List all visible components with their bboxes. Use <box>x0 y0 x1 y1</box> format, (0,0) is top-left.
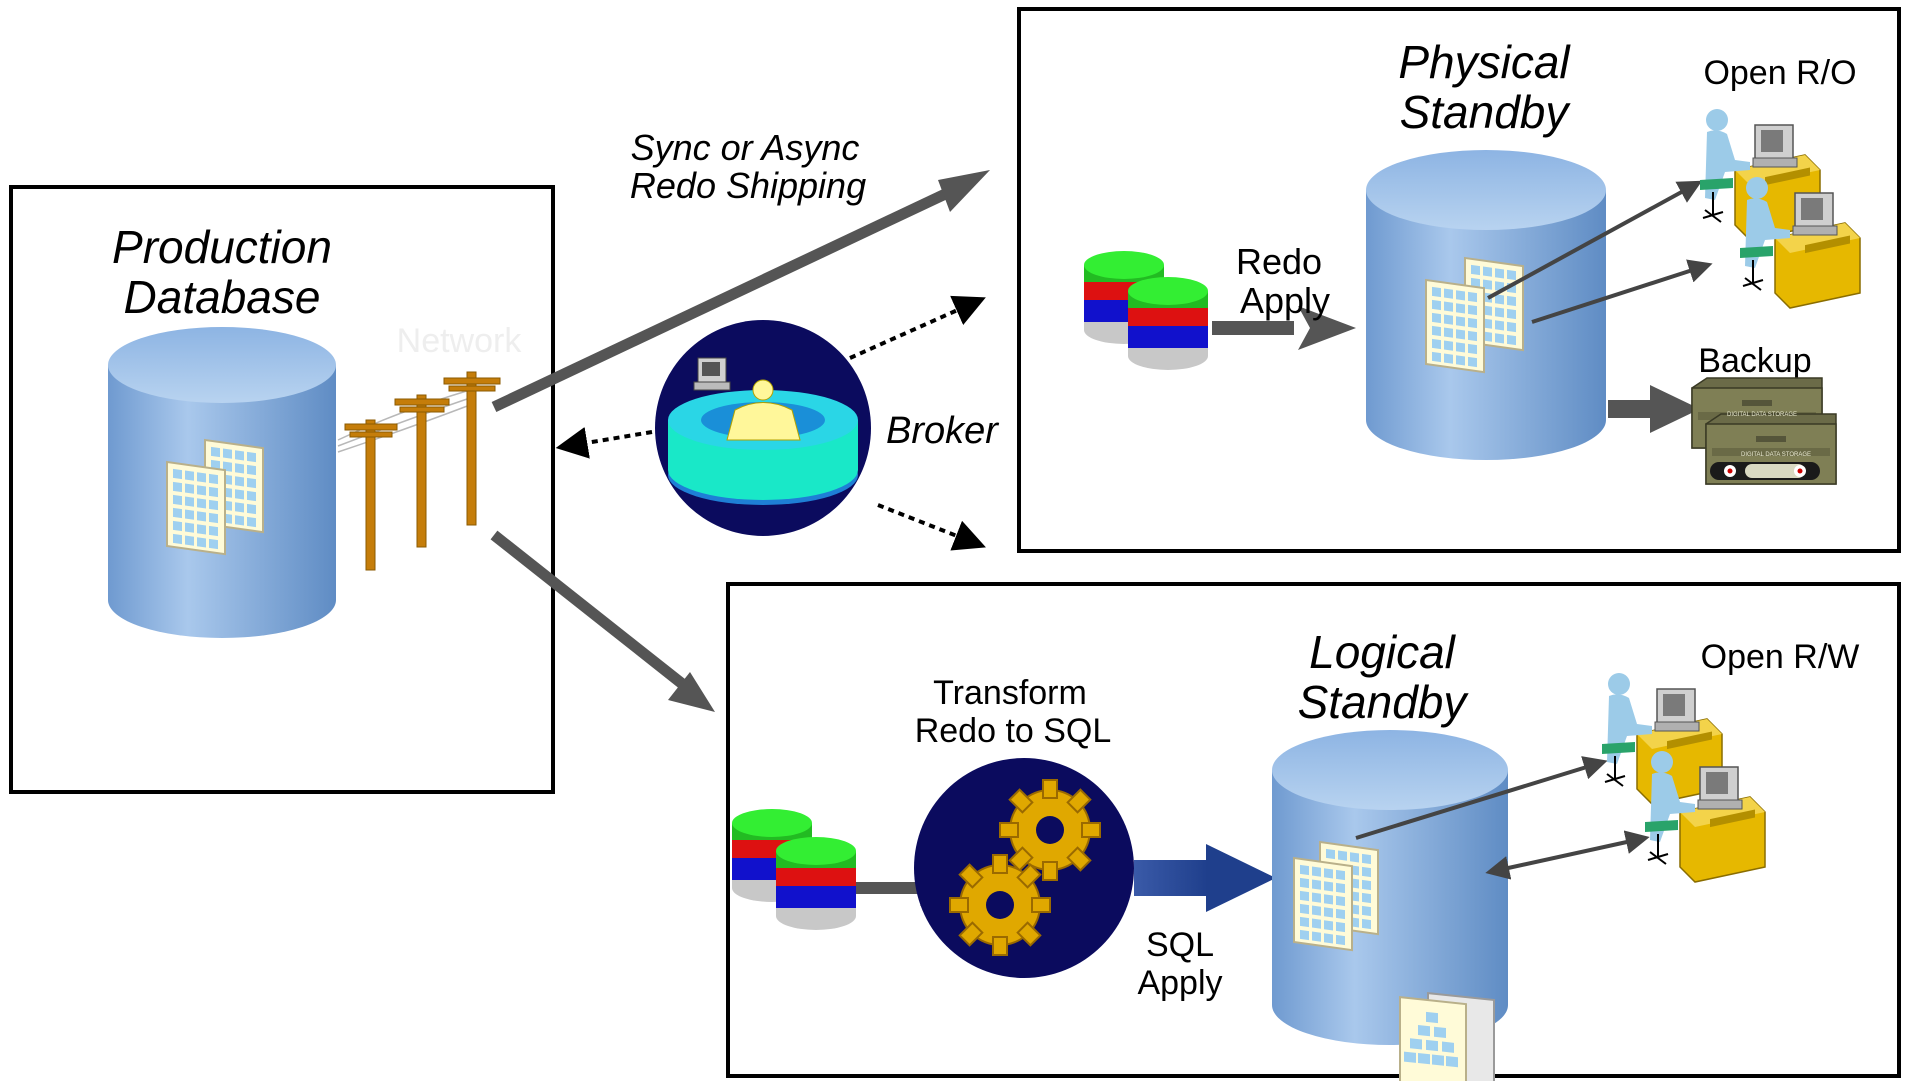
broker-dotted-arrows <box>555 295 986 551</box>
telephone-pole-icon <box>337 371 501 571</box>
gears-icon <box>914 758 1134 978</box>
sql-structure-page-icon <box>1399 991 1495 1081</box>
redo-apply-label-line2: Apply <box>1240 280 1330 321</box>
redo-log-stack-icon <box>732 809 856 930</box>
physical-title-line1: Physical <box>1398 36 1571 88</box>
production-title-line2: Database <box>124 271 321 323</box>
logical-title-line1: Logical <box>1309 626 1457 678</box>
user-workstation-icon <box>1699 108 1861 309</box>
broker-operator-icon <box>655 320 871 536</box>
read-write-access-arrows <box>1355 756 1650 880</box>
redo-shipping-arrow-logical <box>490 530 715 712</box>
transform-label-line2: Redo to SQL <box>915 712 1112 750</box>
tape-label-2: DIGITAL DATA STORAGE <box>1741 452 1811 458</box>
open-rw-label: Open R/W <box>1701 638 1860 676</box>
open-ro-label: Open R/O <box>1703 54 1856 92</box>
network-label: Network <box>397 322 523 360</box>
sql-apply-label-line2: Apply <box>1137 964 1222 1002</box>
transform-label-line1: Transform <box>933 674 1087 712</box>
tape-label-1: DIGITAL DATA STORAGE <box>1727 412 1797 418</box>
broker-label: Broker <box>886 410 999 452</box>
redo-shipping-arrow-physical <box>491 170 990 412</box>
read-only-access-arrows <box>1487 180 1713 324</box>
tape-cartridge-icon: DIGITAL DATA STORAGE DIGITAL DATA STORAG… <box>1691 377 1837 485</box>
shipping-label-line1: Sync or Async <box>631 127 860 168</box>
backup-label: Backup <box>1698 342 1811 380</box>
sql-apply-arrow <box>1134 844 1276 912</box>
logical-title-line2: Standby <box>1298 676 1470 728</box>
physical-title-line2: Standby <box>1400 86 1572 138</box>
redo-apply-arrow <box>1212 306 1356 350</box>
redo-log-stack-icon <box>1084 251 1208 370</box>
physical-standby-panel <box>1017 7 1901 553</box>
backup-arrow <box>1608 385 1700 433</box>
shipping-label-line2: Redo Shipping <box>630 165 866 206</box>
redo-apply-label-line1: Redo <box>1236 241 1322 282</box>
production-database-panel <box>9 185 555 794</box>
production-title-line1: Production <box>112 221 332 273</box>
logical-standby-cylinder <box>1272 730 1508 1045</box>
sql-apply-label-line1: SQL <box>1146 926 1214 964</box>
user-workstation-icon <box>1601 672 1766 883</box>
logical-standby-panel <box>726 582 1901 1078</box>
